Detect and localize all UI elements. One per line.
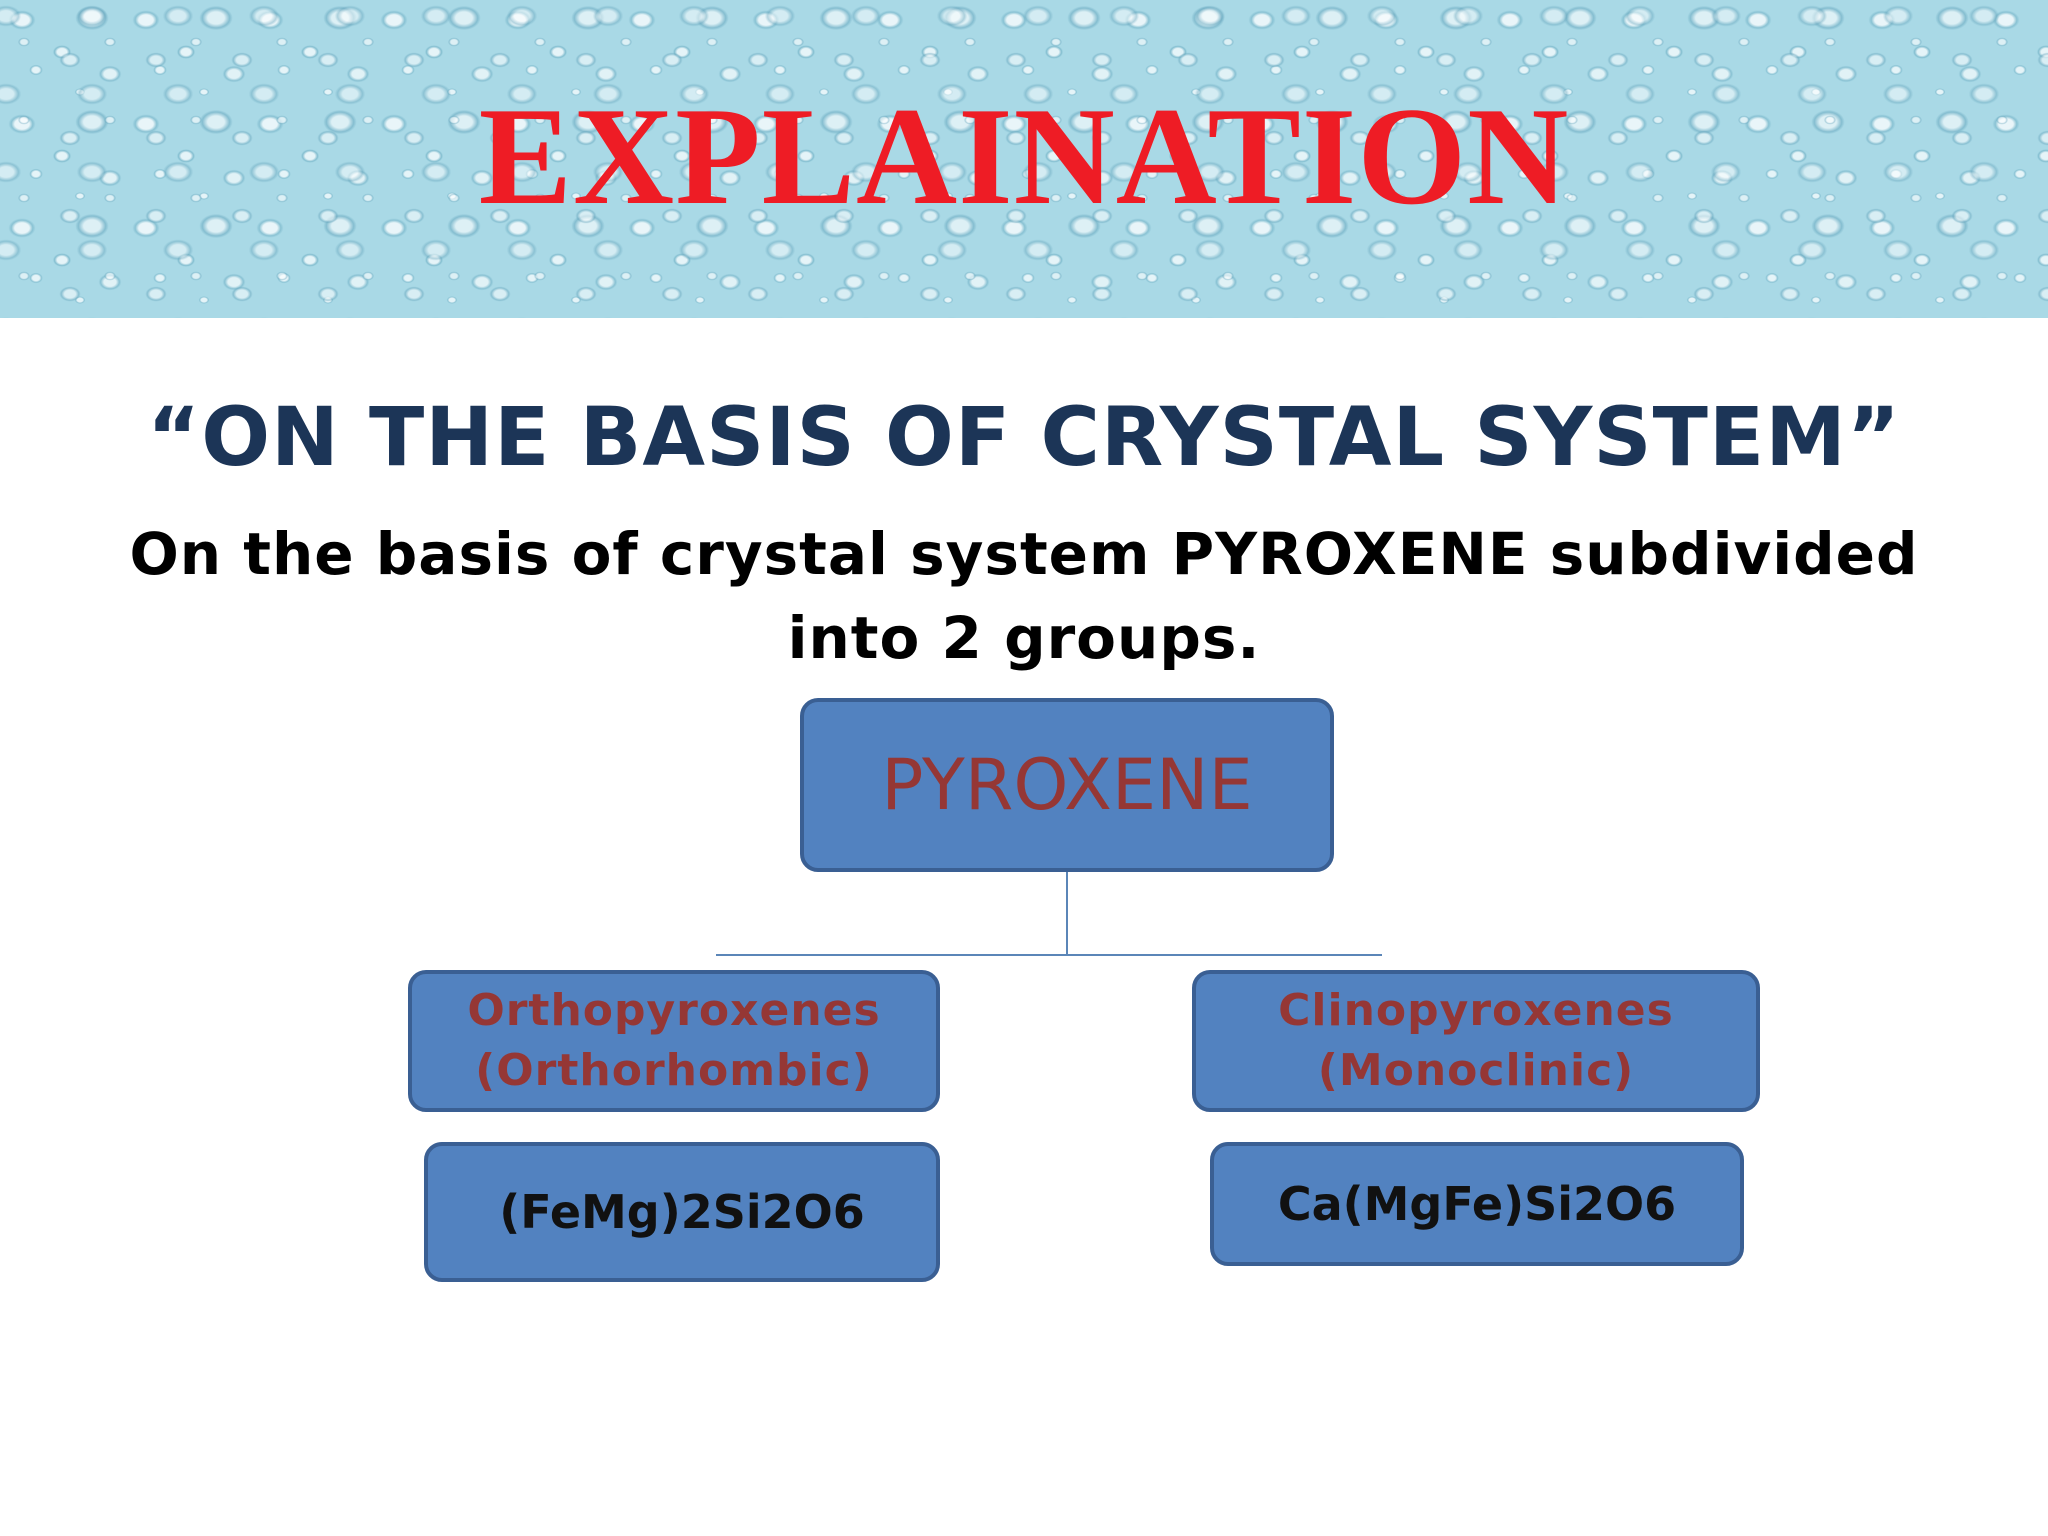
node-clinopyroxenes-name: Clinopyroxenes — [1278, 985, 1674, 1036]
section-heading: “ON THE BASIS OF CRYSTAL SYSTEM” — [146, 391, 1902, 485]
header-banner — [0, 0, 2048, 318]
description-line-2: into 2 groups. — [787, 604, 1261, 672]
node-clinopyroxenes-system: (Monoclinic) — [1317, 1045, 1635, 1096]
node-orthopyroxenes-name: Orthopyroxenes — [467, 985, 881, 1036]
node-orthopyroxenes-formula: (FeMg)2Si2O6 — [424, 1142, 940, 1282]
node-orthopyroxenes-system: (Orthorhombic) — [475, 1045, 873, 1096]
node-pyroxene: PYROXENE — [800, 698, 1334, 872]
connector-root-vertical — [1066, 872, 1068, 954]
clinopyroxenes-formula-text: Ca(MgFe)Si2O6 — [1277, 1177, 1677, 1231]
description-line-1: On the basis of crystal system PYROXENE … — [129, 520, 1919, 588]
slide-title: EXPLAINATION — [478, 79, 1570, 234]
orthopyroxenes-formula-text: (FeMg)2Si2O6 — [499, 1185, 865, 1239]
node-clinopyroxenes-formula: Ca(MgFe)Si2O6 — [1210, 1142, 1744, 1266]
connector-horizontal — [716, 954, 1382, 956]
node-orthopyroxenes: Orthopyroxenes (Orthorhombic) — [408, 970, 940, 1112]
node-clinopyroxenes: Clinopyroxenes (Monoclinic) — [1192, 970, 1760, 1112]
description-text: On the basis of crystal system PYROXENE … — [0, 512, 2048, 680]
node-pyroxene-label: PYROXENE — [881, 744, 1253, 826]
